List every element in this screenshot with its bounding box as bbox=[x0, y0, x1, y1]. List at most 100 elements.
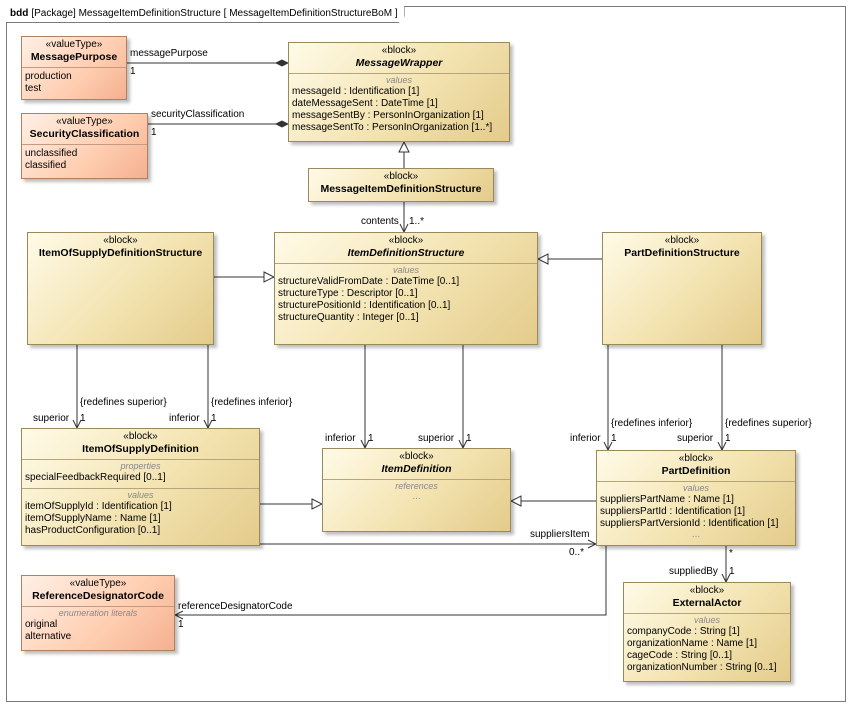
block-name: ItemDefinition bbox=[381, 463, 452, 475]
compartment-ellipsis: ... bbox=[691, 529, 701, 540]
block-name: ItemDefinitionStructure bbox=[347, 247, 465, 259]
compartment-divider bbox=[22, 459, 259, 460]
compartment-ellipsis: ... bbox=[412, 491, 421, 502]
multiplicity-label: 0..* bbox=[569, 547, 585, 558]
role-label: superior bbox=[418, 433, 455, 444]
value-property: messageSentTo : PersonInOrganization [1.… bbox=[292, 122, 506, 134]
multiplicity-label: 1 bbox=[466, 433, 472, 444]
block-name: MessageWrapper bbox=[355, 57, 443, 69]
constraint-label: {redefines superior} bbox=[80, 397, 167, 408]
property-type: : Identification [0..1] bbox=[360, 300, 451, 311]
compartment-divider bbox=[275, 263, 537, 264]
compartment-divider bbox=[22, 67, 126, 68]
property-type: : Name [1] bbox=[685, 494, 734, 505]
role-label: inferior bbox=[570, 433, 601, 444]
value-property: itemOfSupplyId : Identification [1] bbox=[25, 501, 256, 513]
role-label: referenceDesignatorCode bbox=[178, 601, 293, 612]
enum-literal: alternative bbox=[25, 631, 72, 642]
property-type: : Name [1] bbox=[111, 513, 161, 524]
block-name: ReferenceDesignatorCode bbox=[32, 590, 164, 602]
compartment-title: references bbox=[395, 481, 438, 491]
diagram-kind: bdd bbox=[10, 8, 29, 19]
reference-designator-code-valuetype[interactable]: «valueType» ReferenceDesignatorCode enum… bbox=[21, 575, 175, 651]
property-name: structureValidFromDate bbox=[278, 276, 383, 287]
role-label: contents bbox=[361, 216, 399, 227]
stereotype: «block» bbox=[689, 585, 725, 596]
value-property: organizationName : Name [1] bbox=[627, 638, 787, 650]
property-type: : DateTime [1] bbox=[372, 98, 438, 109]
role-label: superior bbox=[677, 433, 714, 444]
constraint-label: {redefines inferior} bbox=[211, 397, 293, 408]
role-label: inferior bbox=[169, 413, 200, 424]
external-actor-block[interactable]: «block» ExternalActor values companyCode… bbox=[623, 582, 791, 682]
property-type: : Integer [0..1] bbox=[354, 312, 419, 323]
value-property: structureQuantity : Integer [0..1] bbox=[278, 312, 534, 324]
item-of-supply-definition-structure-block[interactable]: «block» ItemOfSupplyDefinitionStructure bbox=[27, 232, 214, 345]
role-label: suppliedBy bbox=[669, 566, 718, 577]
property-name: messageSentBy bbox=[292, 110, 365, 121]
enum-literal: unclassified bbox=[25, 148, 78, 159]
item-definition-structure-block[interactable]: «block» ItemDefinitionStructure values s… bbox=[274, 232, 538, 345]
role-label: suppliersItem bbox=[530, 529, 590, 540]
item-of-supply-definition-block[interactable]: «block» ItemOfSupplyDefinition propertie… bbox=[21, 428, 260, 546]
property-type: : Name [1] bbox=[708, 638, 758, 649]
message-wrapper-block[interactable]: «block» MessageWrapper values messageId … bbox=[288, 42, 510, 142]
enum-literal: original bbox=[25, 619, 58, 630]
property-name: dateMessageSent bbox=[292, 98, 373, 109]
property-name: messageId bbox=[292, 86, 341, 97]
item-definition-block[interactable]: «block» ItemDefinition references ... bbox=[322, 448, 511, 532]
property-type: : String [0..1] bbox=[672, 650, 733, 661]
value-property: messageId : Identification [1] bbox=[292, 86, 506, 98]
compartment-divider bbox=[597, 481, 795, 482]
message-item-definition-structure-block[interactable]: «block» MessageItemDefinitionStructure bbox=[308, 168, 494, 202]
enum-literal: production bbox=[25, 71, 72, 82]
value-property: itemOfSupplyName : Name [1] bbox=[25, 513, 256, 525]
property-name: itemOfSupplyId bbox=[25, 501, 94, 512]
block-name: SecurityClassification bbox=[29, 128, 140, 140]
property-type: : Identification [1] bbox=[666, 506, 746, 517]
property-type: : Identification [1] bbox=[340, 86, 420, 97]
role-label: inferior bbox=[325, 433, 356, 444]
stereotype: «block» bbox=[123, 431, 158, 442]
role-label: securityClassification bbox=[151, 109, 245, 120]
part-definition-block[interactable]: «block» PartDefinition values suppliersP… bbox=[596, 450, 796, 546]
block-name: ItemOfSupplyDefinitionStructure bbox=[38, 247, 203, 259]
block-name: MessagePurpose bbox=[30, 51, 118, 63]
stereotype: «valueType» bbox=[56, 116, 113, 127]
value-property: suppliersPartId : Identification [1] bbox=[600, 506, 792, 518]
compartment-divider bbox=[323, 479, 510, 480]
stereotype: «valueType» bbox=[69, 578, 127, 589]
property-name: companyCode bbox=[627, 626, 692, 637]
stereotype: «block» bbox=[399, 451, 434, 462]
value-property: structurePositionId : Identification [0.… bbox=[278, 300, 534, 312]
property-name: suppliersPartVersionId bbox=[600, 518, 701, 529]
diagram-title: [Package] MessageItemDefinitionStructure… bbox=[31, 8, 398, 19]
multiplicity-label: 1 bbox=[611, 433, 617, 444]
value-property: structureValidFromDate : DateTime [0..1] bbox=[278, 276, 534, 288]
multiplicity-label: 1 bbox=[725, 433, 731, 444]
property-name: organizationName bbox=[627, 638, 709, 649]
part-definition-structure-block[interactable]: «block» PartDefinitionStructure bbox=[602, 232, 762, 345]
property-name: itemOfSupplyName bbox=[25, 513, 112, 524]
diagram-frame-header: bdd[Package] MessageItemDefinitionStruct… bbox=[6, 6, 405, 23]
security-classification-valuetype[interactable]: «valueType» SecurityClassification uncla… bbox=[21, 113, 148, 179]
role-label: messagePurpose bbox=[130, 48, 208, 59]
compartment-title: values bbox=[693, 615, 720, 625]
multiplicity-label: 1 bbox=[130, 66, 136, 77]
multiplicity-label: * bbox=[729, 548, 733, 559]
property-type: : String [0..1] bbox=[717, 662, 777, 673]
multiplicity-label: 1 bbox=[368, 433, 374, 444]
compartment-divider bbox=[624, 613, 790, 614]
stereotype: «block» bbox=[383, 171, 419, 182]
value-property: structureType : Descriptor [0..1] bbox=[278, 288, 534, 300]
constraint-label: {redefines superior} bbox=[725, 418, 812, 429]
compartment-title: values bbox=[385, 75, 412, 85]
property-type: : Identification [1] bbox=[700, 518, 779, 529]
property-name: structureType bbox=[278, 288, 339, 299]
compartment-title: enumeration literals bbox=[58, 608, 138, 618]
value-property: organizationNumber : String [0..1] bbox=[627, 662, 787, 674]
compartment-divider bbox=[22, 606, 174, 607]
message-purpose-valuetype[interactable]: «valueType» MessagePurpose production te… bbox=[21, 36, 127, 100]
property-type: : Identification [1] bbox=[93, 501, 172, 512]
